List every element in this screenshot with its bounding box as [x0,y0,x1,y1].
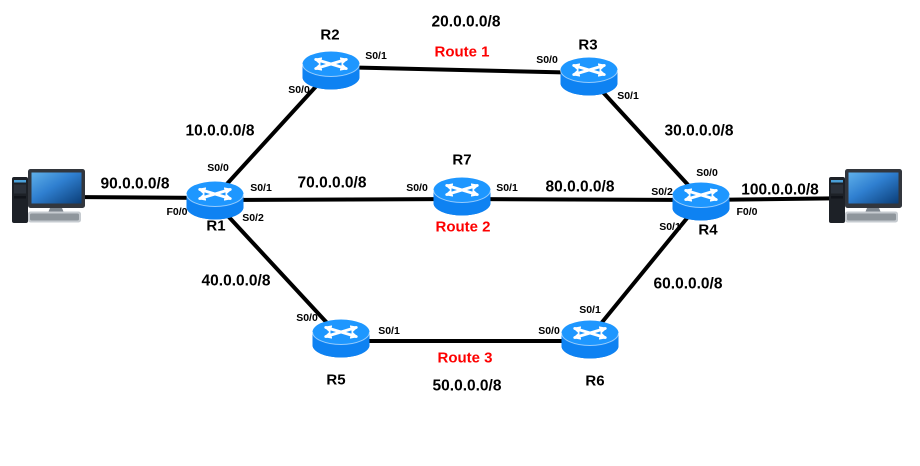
iface-r7-s0-1: S0/1 [496,181,518,194]
router-name-r6: R6 [585,372,605,390]
network-label-40: 40.0.0.0/8 [201,272,271,290]
iface-r1-f0-0: F0/0 [166,205,188,218]
router-name-r3: R3 [578,36,598,54]
router-icon-r4 [673,183,730,221]
iface-r5-s0-1: S0/1 [378,324,400,337]
router-icon-r3 [561,58,618,96]
router-icon-r5 [313,320,370,358]
router-name-r2: R2 [320,26,340,44]
route-1-label: Route 1 [434,43,490,61]
network-label-90: 90.0.0.0/8 [100,175,170,193]
iface-r2-s0-0: S0/0 [288,83,310,96]
router-name-r4: R4 [698,221,718,239]
iface-r4-s0-2: S0/2 [651,185,673,198]
link-r2-r3 [329,65,591,75]
iface-r1-s0-2: S0/2 [242,211,264,224]
iface-r7-s0-0: S0/0 [406,181,428,194]
network-label-80: 80.0.0.0/8 [545,178,615,196]
router-icon-r2 [303,52,360,90]
iface-r3-s0-1: S0/1 [617,89,639,102]
link-r1-r2 [213,68,333,199]
pc-icon-left [12,169,85,223]
link-r1-r7 [213,197,464,202]
route-2-label: Route 2 [435,218,491,236]
iface-r3-s0-0: S0/0 [536,53,558,66]
network-label-50: 50.0.0.0/8 [432,377,502,395]
iface-r4-f0-0: F0/0 [736,205,758,218]
pc-icon-right [829,169,902,223]
iface-r5-s0-0: S0/0 [296,311,318,324]
router-icon-r7 [434,178,491,216]
router-name-r5: R5 [326,371,346,389]
router-icon-r1 [187,182,244,220]
router-name-r1: R1 [206,217,226,235]
iface-r1-s0-1: S0/1 [250,181,272,194]
network-label-20: 20.0.0.0/8 [431,13,501,31]
iface-r6-s0-0: S0/0 [538,324,560,337]
iface-r4-s0-1: S0/1 [659,220,681,233]
link-r3-r4 [587,75,703,201]
iface-r4-s0-0: S0/0 [696,166,718,179]
link-r1-r5 [213,200,343,340]
link-r7-r4 [460,197,703,202]
network-label-30: 30.0.0.0/8 [664,122,734,140]
router-icon-r6 [562,321,619,359]
network-label-60: 60.0.0.0/8 [653,275,723,293]
network-label-10: 10.0.0.0/8 [185,122,255,140]
router-name-r7: R7 [452,151,472,169]
network-label-100: 100.0.0.0/8 [741,181,819,199]
iface-r2-s0-1: S0/1 [365,49,387,62]
iface-r6-s0-1: S0/1 [579,303,601,316]
route-3-label: Route 3 [437,349,493,367]
iface-r1-s0-0: S0/0 [207,161,229,174]
link-r6-r4 [588,199,703,339]
network-label-70: 70.0.0.0/8 [297,174,367,192]
